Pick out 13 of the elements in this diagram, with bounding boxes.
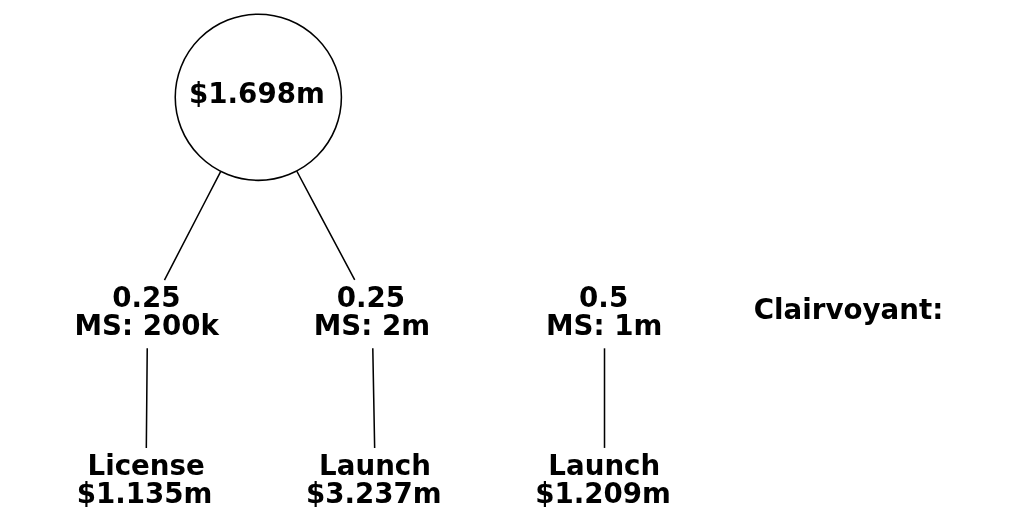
connector [145, 347, 148, 449]
node-text: 0.25 MS: 200k [73, 281, 219, 342]
node-text: License $1.135m [76, 448, 212, 510]
node-text: Launch $1.209m [534, 448, 671, 510]
connector [163, 171, 221, 281]
node-text: 0.25 MS: 2m [313, 281, 430, 342]
connector [371, 347, 375, 449]
label: Clairvoyant: [753, 293, 943, 327]
node-text: 0.5 MS: 1m [545, 281, 662, 342]
connector [603, 347, 605, 449]
connector [295, 170, 355, 281]
node-circle: $1.698m [173, 13, 342, 182]
node-text: Launch $3.237m [305, 448, 442, 510]
